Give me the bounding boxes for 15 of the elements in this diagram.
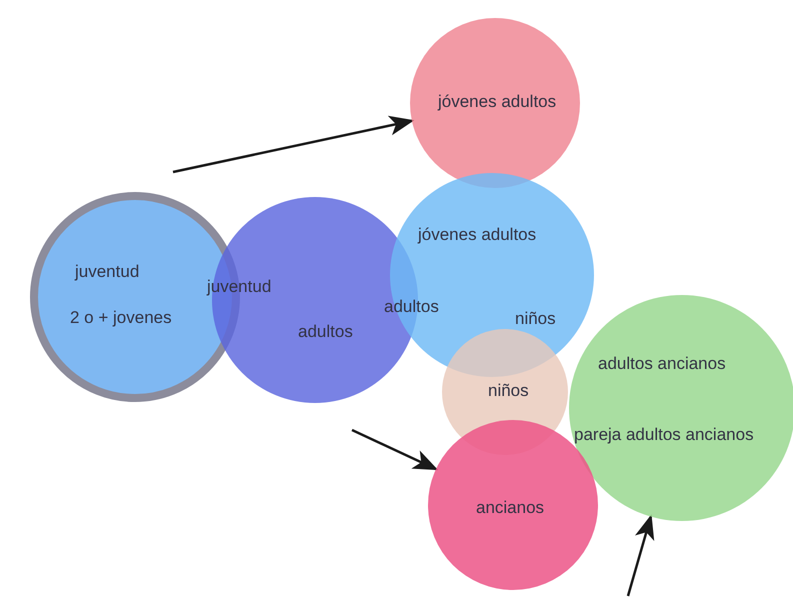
circle-label: adultos: [298, 322, 353, 342]
circle-label: niños: [515, 309, 556, 329]
circle-label: adultos ancianos: [598, 354, 726, 374]
circle-label: ancianos: [476, 498, 544, 518]
circle-label: adultos: [384, 297, 439, 317]
circle-label: niños: [488, 381, 529, 401]
arrow: [351, 428, 438, 470]
arrow: [172, 116, 414, 174]
circle-label: juventud: [207, 277, 272, 297]
circle-label: pareja adultos ancianos: [574, 425, 754, 445]
arrow: [626, 514, 654, 596]
circle-label: jóvenes adultos: [438, 92, 556, 112]
circle-label: 2 o + jovenes: [70, 308, 172, 328]
circle-label: jóvenes adultos: [418, 225, 536, 245]
circle-label: juventud: [75, 262, 140, 282]
